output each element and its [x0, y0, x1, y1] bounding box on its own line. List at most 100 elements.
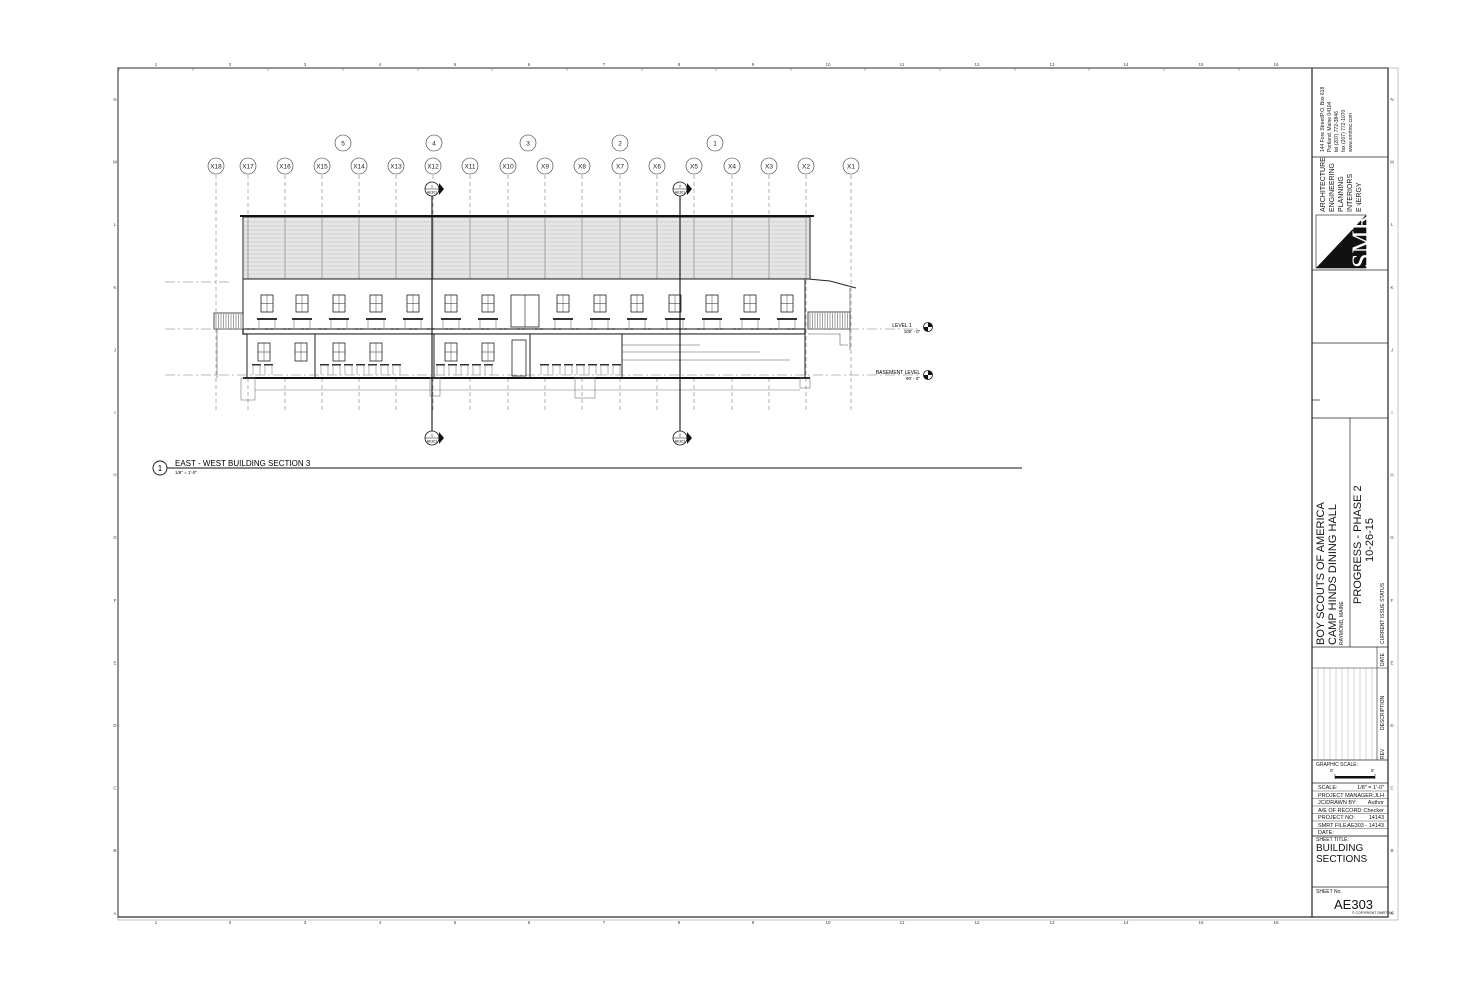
window [478, 294, 498, 328]
table-and-chairs [264, 364, 273, 375]
firm-address-line: Portland, Maine 04104 [1327, 101, 1333, 152]
issue-status: PROGRESS - PHASE 2 [1352, 485, 1364, 604]
graphic-scale-zero: 0' [1330, 768, 1334, 773]
border-column-label: 7 [603, 920, 606, 925]
firm-address-line: tel (207) 772-3846 [1334, 111, 1340, 152]
border-column-label: 15 [1198, 62, 1204, 67]
grid-bubble-label: X12 [427, 164, 439, 171]
view-title-text: EAST - WEST BUILDING SECTION 3 [175, 459, 311, 468]
window [441, 294, 461, 328]
border-column-label: 11 [900, 920, 905, 925]
grid-bubble-label: X8 [578, 164, 586, 171]
issue-date: 10-26-15 [1364, 517, 1376, 562]
clerestory-band [242, 216, 811, 280]
firm-service: PLANNING [1338, 176, 1345, 212]
table-and-chairs [612, 364, 621, 375]
column-bubble: 3 [519, 134, 537, 152]
border-row-label: M [113, 160, 117, 165]
sheet-title-label: SHEET TITLE: [1316, 837, 1349, 843]
border-row-label: D [113, 723, 117, 728]
basement-level-marker: BASEMENT LEVEL 90' - 0" [876, 370, 933, 381]
grid-bubble-label: X11 [464, 164, 475, 171]
info-value-project-manager: JLH [1374, 792, 1384, 799]
border-row-label: C [1390, 786, 1394, 791]
border-column-label: 5 [454, 62, 457, 67]
basement-window [257, 342, 271, 362]
window [553, 294, 573, 328]
border-column-label: 11 [900, 62, 905, 67]
column-bubble: 4 [425, 134, 443, 152]
window [292, 294, 312, 328]
project-location: RAYMOND, MAINE [1339, 601, 1345, 645]
title-block-lines [1312, 156, 1388, 888]
border-row-label: A [113, 911, 116, 916]
grid-bubble: X14 [350, 157, 368, 175]
border-row-label: I [1391, 410, 1392, 415]
grid-bubble-label: X2 [802, 164, 810, 171]
column-bubble: 2 [611, 134, 629, 152]
copyright: © COPYRIGHT SMRT INC [1352, 911, 1395, 915]
basement-window [369, 342, 383, 362]
description-header: DESCRIPTION [1380, 695, 1386, 730]
grid-bubble: X9 [536, 157, 554, 175]
grid-bubble: X3 [760, 157, 778, 175]
info-value-scale: 1/8" = 1'-0" [1357, 785, 1384, 791]
border-row-label: D [1390, 723, 1394, 728]
view-title: 1 EAST - WEST BUILDING SECTION 3 1/8" = … [152, 459, 1022, 476]
table-and-chairs [380, 364, 389, 375]
table-and-chairs [320, 364, 329, 375]
window [257, 294, 277, 328]
basement-level-name: BASEMENT LEVEL [876, 370, 921, 376]
grid-bubble: X13 [387, 157, 405, 175]
grid-bubble: X4 [723, 157, 741, 175]
grid-bubble: X10 [499, 157, 517, 175]
table-and-chairs [392, 364, 401, 375]
level-1-slab [242, 328, 806, 335]
border-column-label: 9 [752, 920, 755, 925]
grid-bubble-label: X14 [353, 164, 365, 171]
info-label-date: DATE: [1318, 829, 1334, 836]
issue-status-label: CURRENT ISSUE STATUS [1380, 582, 1386, 644]
grid-bubble-label: X16 [279, 164, 291, 171]
border-column-label: 4 [379, 920, 382, 925]
grid-bubble: X6 [648, 157, 666, 175]
project-name: CAMP HINDS DINING HALL [1327, 504, 1339, 645]
basement-level-elevation: 90' - 0" [906, 376, 920, 381]
sheet-no-label: SHEET No. [1316, 889, 1342, 895]
border-column-label: 16 [1273, 62, 1279, 67]
grid-bubble-label: X9 [541, 164, 549, 171]
border-column-label: 1 [155, 62, 158, 67]
info-value-project-no: 14143 [1368, 815, 1384, 821]
border-row-label: N [113, 97, 116, 102]
table-and-chairs [344, 364, 353, 375]
info-label-scale: SCALE: [1318, 785, 1338, 791]
grid-bubble: X18 [207, 157, 225, 175]
firm-address-line: 144 Fore Street/P.O. Box 618 [1320, 86, 1326, 152]
building-section-drawing: LEVEL 1 100' - 0" BASEMENT LEVEL 90' - 0… [152, 134, 1022, 476]
info-label-project-no: PROJECT NO: [1318, 815, 1355, 821]
border-row-label: K [113, 285, 116, 290]
border-row-label: L [1391, 222, 1394, 227]
section-marker-number: 2 [679, 433, 682, 438]
border-column-label: 10 [825, 920, 831, 925]
window [329, 294, 349, 328]
sheet-border [117, 67, 1389, 918]
table-and-chairs [600, 364, 609, 375]
border-column-label: 6 [528, 62, 531, 67]
table-and-chairs [448, 364, 457, 375]
grid-bubble: X12 [424, 157, 442, 175]
view-title-number: 1 [158, 464, 163, 473]
border-column-label: 13 [1049, 62, 1055, 67]
section-marker-number: 1 [431, 433, 434, 438]
column-bubble: 1 [706, 134, 724, 152]
grid-bubble-label: X1 [847, 164, 855, 171]
border-row-label: C [113, 786, 117, 791]
grid-bubble-label: X7 [616, 164, 624, 171]
sheet-title: BUILDING SECTIONS [1316, 843, 1367, 865]
table-and-chairs [588, 364, 597, 375]
info-label-project-manager: PROJECT MANAGER: [1318, 792, 1375, 799]
sheet-title-line: SECTIONS [1316, 854, 1368, 865]
